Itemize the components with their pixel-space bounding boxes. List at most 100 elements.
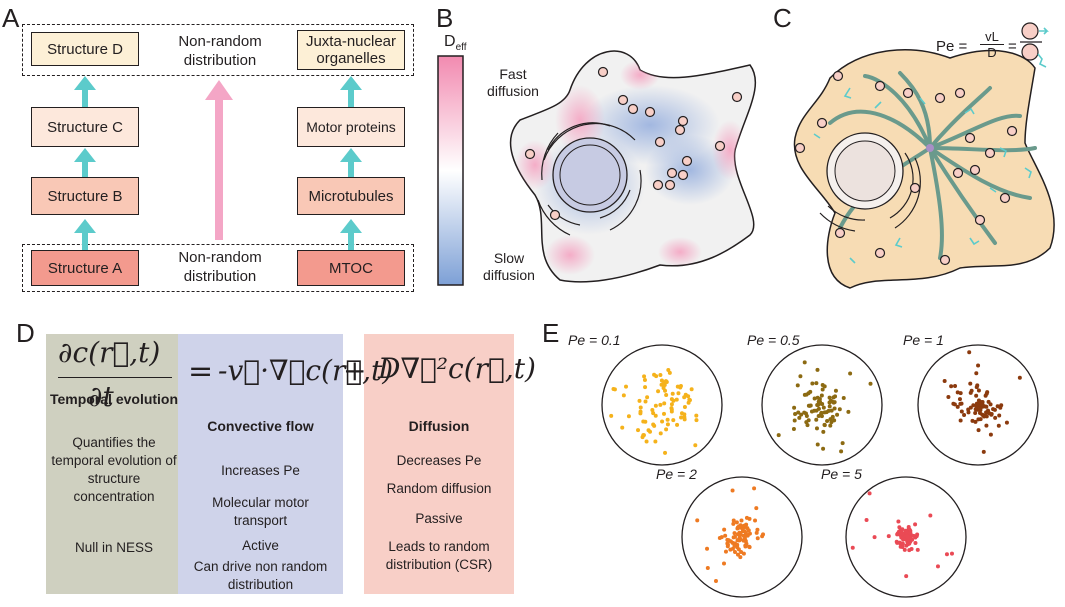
scatter-point bbox=[662, 383, 667, 388]
scatter-point bbox=[736, 538, 741, 543]
scatter-point bbox=[798, 374, 803, 379]
scatter-point bbox=[683, 392, 688, 397]
diffusion-item-4: Leads to random distribution (CSR) bbox=[385, 539, 493, 572]
scatter-point bbox=[904, 538, 909, 543]
scatter-point bbox=[904, 529, 909, 534]
scatter-point bbox=[822, 410, 827, 415]
scatter-point bbox=[743, 531, 748, 536]
scatter-point bbox=[752, 486, 757, 491]
scatter-point bbox=[806, 391, 811, 396]
scatter-point bbox=[723, 533, 728, 538]
scatter-point bbox=[669, 409, 674, 414]
scatter-point bbox=[664, 427, 669, 432]
scatter-point bbox=[907, 534, 912, 539]
scatter-point bbox=[713, 578, 718, 583]
scatter-point bbox=[907, 536, 912, 541]
equals-sign: = bbox=[188, 354, 214, 389]
scatter-point bbox=[910, 537, 915, 542]
scatter-point bbox=[687, 398, 692, 403]
scatter-point bbox=[995, 404, 1000, 409]
scatter-point bbox=[725, 537, 730, 542]
scatter-point bbox=[946, 394, 951, 399]
scatter-point bbox=[980, 399, 985, 404]
scatter-point bbox=[902, 536, 907, 541]
scatter-point bbox=[650, 408, 655, 413]
scatter-point bbox=[900, 544, 905, 549]
scatter-point bbox=[968, 405, 973, 410]
scatter-point bbox=[825, 419, 830, 424]
scatter-point bbox=[978, 400, 983, 405]
scatter-point bbox=[723, 549, 728, 554]
fast-diffusion-label: Fast diffusion bbox=[487, 66, 539, 99]
scatter-point bbox=[901, 537, 906, 542]
scatter-point bbox=[949, 384, 954, 389]
scatter-point bbox=[902, 547, 907, 552]
scatter-point bbox=[981, 413, 986, 418]
scatter-point bbox=[903, 528, 908, 533]
top-dashed-frame bbox=[22, 24, 414, 76]
scatter-point bbox=[966, 407, 971, 412]
scatter-point bbox=[674, 397, 679, 402]
scatter-point bbox=[822, 423, 827, 428]
scatter-point bbox=[728, 547, 733, 552]
scatter-point bbox=[636, 428, 641, 433]
lhs-denominator: ∂t bbox=[88, 380, 114, 413]
panel-label-b: B bbox=[436, 3, 454, 33]
scatter-point bbox=[958, 391, 963, 396]
scatter-point bbox=[957, 397, 962, 402]
scatter-point bbox=[816, 402, 821, 407]
scatter-point bbox=[904, 532, 909, 537]
scatter-point bbox=[973, 411, 978, 416]
scatter-point bbox=[821, 429, 826, 434]
scatter-point bbox=[662, 401, 667, 406]
scatter-point bbox=[732, 543, 737, 548]
scatter-point bbox=[735, 552, 740, 557]
scatter-point bbox=[686, 400, 691, 405]
convective-title: Convective flow bbox=[207, 418, 314, 434]
cyan-arrows bbox=[74, 76, 362, 250]
scatter-point bbox=[983, 393, 988, 398]
scatter-point bbox=[793, 411, 798, 416]
scatter-point bbox=[984, 404, 989, 409]
scatter-point bbox=[658, 372, 663, 377]
scatter-point bbox=[976, 398, 981, 403]
scatter-point bbox=[973, 419, 978, 424]
scatter-point bbox=[996, 423, 1001, 428]
convective-column: Convective flow Increases Pe Molecular m… bbox=[178, 334, 343, 594]
scatter-point bbox=[735, 542, 740, 547]
scatter-point bbox=[980, 412, 985, 417]
scatter-point bbox=[908, 534, 913, 539]
scatter-point bbox=[976, 388, 981, 393]
scatter-point bbox=[744, 522, 749, 527]
scatter-point bbox=[661, 385, 666, 390]
scatter-point bbox=[735, 532, 740, 537]
scatter-point bbox=[728, 539, 733, 544]
scatter-point bbox=[971, 403, 976, 408]
scatter-point bbox=[907, 548, 912, 553]
scatter-point bbox=[905, 532, 910, 537]
scatter-point bbox=[682, 412, 687, 417]
scatter-point bbox=[731, 521, 736, 526]
scatter-point bbox=[832, 418, 837, 423]
scatter-point bbox=[909, 546, 914, 551]
pink-arrow bbox=[205, 80, 233, 240]
scatter-point bbox=[662, 380, 667, 385]
scatter-point bbox=[816, 399, 821, 404]
scatter-point bbox=[776, 433, 781, 438]
scatter-point bbox=[816, 403, 821, 408]
scatter-point bbox=[747, 516, 752, 521]
scatter-point bbox=[799, 412, 804, 417]
scatter-point bbox=[915, 547, 920, 552]
scatter-point bbox=[968, 390, 973, 395]
scatter-point bbox=[735, 525, 740, 530]
scatter-point bbox=[899, 534, 904, 539]
pe-numerator: vL bbox=[985, 29, 999, 44]
scatter-point bbox=[958, 401, 963, 406]
scatter-point bbox=[814, 381, 819, 386]
scatter-point bbox=[966, 410, 971, 415]
scatter-point bbox=[986, 408, 991, 413]
scatter-point bbox=[984, 391, 989, 396]
scatter-point bbox=[928, 513, 933, 518]
scatter-point bbox=[978, 417, 983, 422]
scatter-point bbox=[903, 532, 908, 537]
